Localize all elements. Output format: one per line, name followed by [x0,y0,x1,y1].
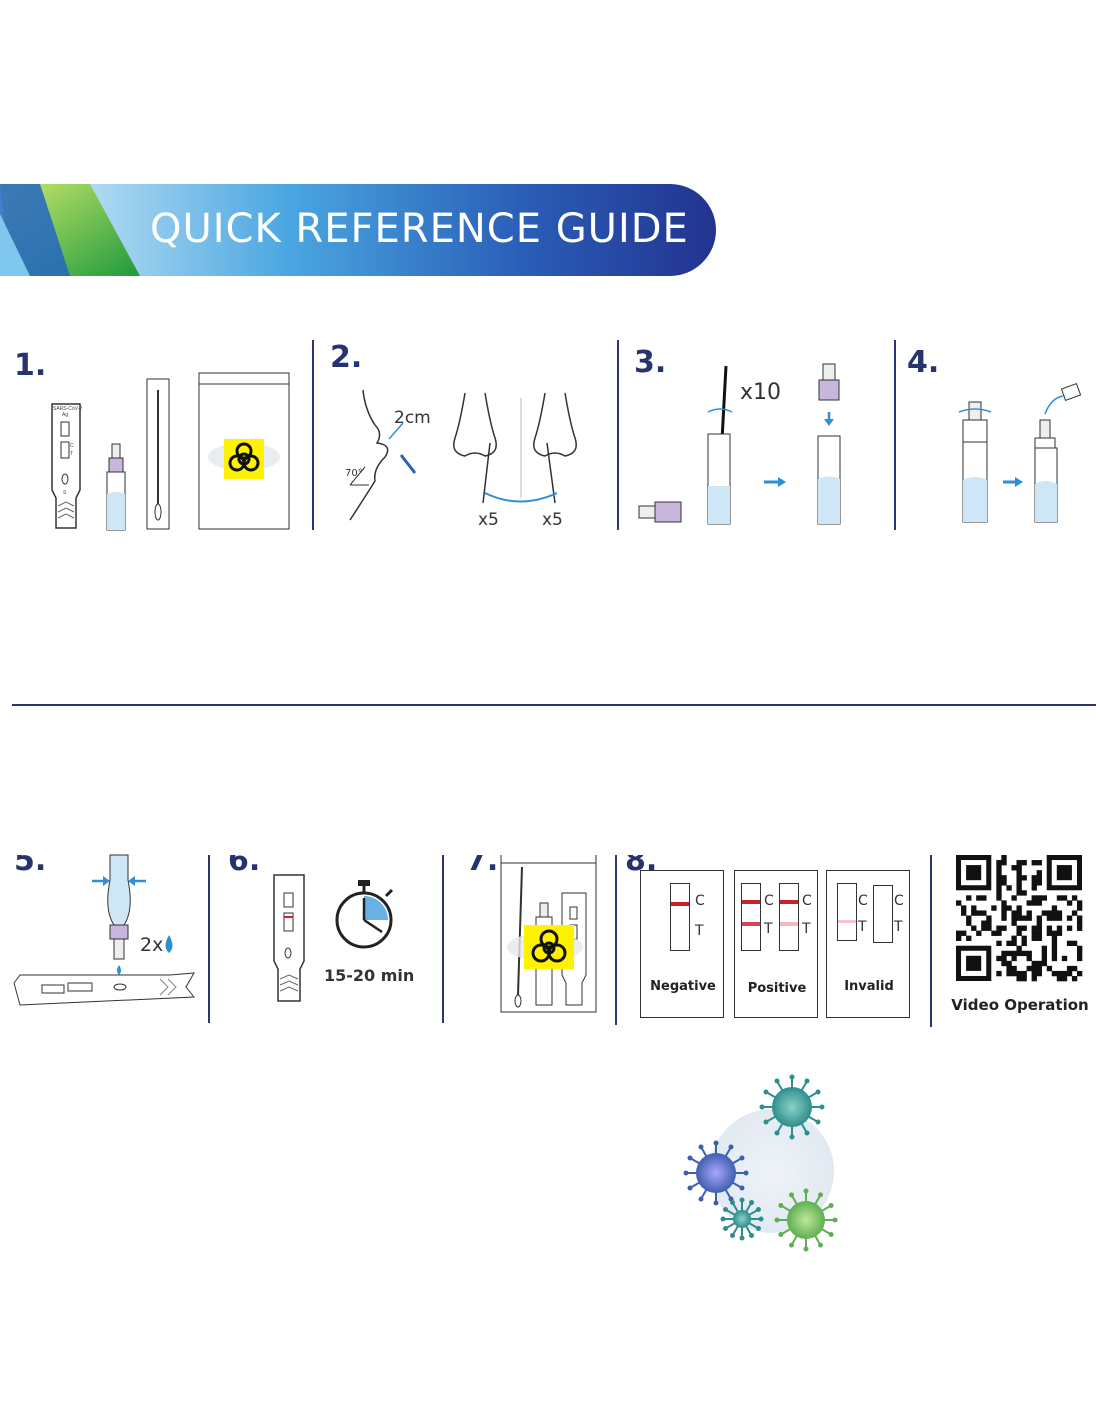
result-window [779,883,799,951]
result-card-negative: C T Negative [640,870,724,1018]
qr-code[interactable] [956,855,1083,982]
separator [617,340,619,530]
step-number-4: 4. [907,345,940,380]
t-label: T [695,923,704,939]
cassette-c: C [70,443,74,449]
t-label: T [802,921,811,937]
result-window [670,883,690,951]
separator [615,855,617,1025]
nostril-swab-icon [453,392,577,504]
section-divider [12,704,1096,706]
stir-count-label: x10 [740,380,782,405]
t-label: T [858,919,867,935]
c-label: C [695,893,705,909]
cassette-result-icon [273,874,305,1002]
c-label: C [802,893,812,909]
separator [442,855,444,1023]
separator [208,855,210,1023]
control-line [780,900,798,904]
c-label: C [764,893,774,909]
separator [894,340,896,530]
qr-caption: Video Operation [951,996,1089,1014]
step-number-1: 1. [14,348,47,383]
test-line [742,922,760,926]
banner [0,184,716,276]
cap-tube-icon [958,382,1082,523]
negative-label: Negative [650,979,716,994]
step-number-5: 5. [14,855,47,875]
step-number-6: 6. [228,855,261,875]
page-title: QUICK REFERENCE GUIDE [150,206,689,252]
c-label: C [894,893,904,909]
separator [312,340,314,530]
control-line [742,900,760,904]
swab-package-icon [146,378,170,530]
cassette-t: T [70,451,74,457]
repeat-right-label: x5 [542,510,563,530]
separator [930,855,932,1027]
nasal-profile-icon [349,389,417,521]
positive-label: Positive [747,981,807,996]
c-label: C [858,893,868,909]
t-label: T [764,921,773,937]
step-number-3: 3. [634,345,667,380]
step-number-7: 7. [466,855,499,875]
disposal-bag-icon [500,855,597,1013]
invalid-label: Invalid [844,979,894,994]
distance-label: 2cm [394,408,431,428]
result-card-invalid: C T C T Invalid [826,870,910,1018]
biohazard-bag-icon [198,372,290,530]
repeat-left-label: x5 [478,510,499,530]
result-window [873,885,893,943]
result-window [837,883,857,941]
cassette-s: S [63,490,67,496]
test-cassette-icon [51,403,81,529]
step-number-2: 2. [330,340,363,375]
wait-time-label: 15-20 min [324,966,415,985]
t-label: T [894,919,903,935]
cassette-sublabel: Ag [62,412,69,418]
dropper-cassette-icon [13,854,196,1006]
control-line [671,902,689,906]
result-window [741,883,761,951]
test-line-faint [838,920,856,923]
test-line-faint [780,922,798,926]
extraction-tube-icon [106,443,126,531]
result-card-positive: C T C T Positive [734,870,818,1018]
virus-illustration [683,1074,838,1252]
cassette-label: SARS-CoV-2 [53,406,83,412]
drop-count-label: 2x [140,934,164,956]
timer-icon [335,880,394,949]
row2-number-strip: 5. 6. 7. 8. [0,855,1100,875]
stir-swab-icon [638,363,841,525]
angle-label: 70° [345,468,363,479]
